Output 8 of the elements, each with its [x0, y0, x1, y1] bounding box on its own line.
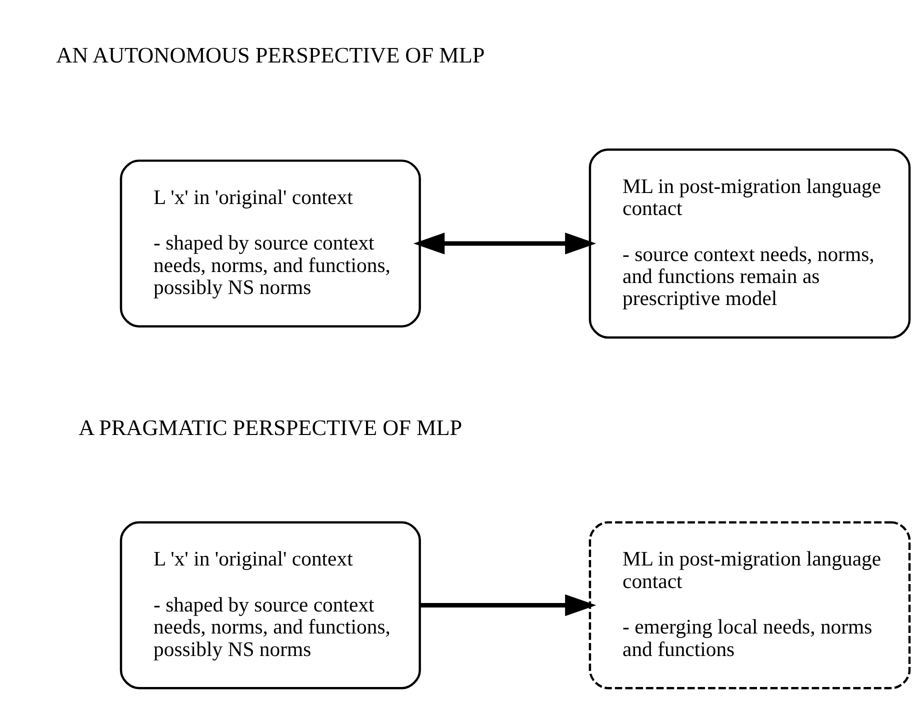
label: A PRAGMATIC PERSPECTIVE OF MLP — [78, 415, 462, 440]
node-box: ML in post-migration language contact - emerging local needs, norms and functions — [588, 521, 911, 690]
label: AN AUTONOMOUS PERSPECTIVE OF MLP — [56, 42, 485, 68]
arrow — [413, 232, 596, 254]
node-box: L 'x' in 'original' context - shaped by source context needs, norms, and functions, possibly NS norms — [120, 521, 421, 690]
arrow — [420, 594, 596, 616]
node-box: L 'x' in 'original' context - shaped by source context needs, norms, and functions, possibly NS norms — [120, 160, 421, 328]
node-box: ML in post-migration language contact - source context needs, norms, and functions remain as prescriptive model — [588, 148, 911, 339]
